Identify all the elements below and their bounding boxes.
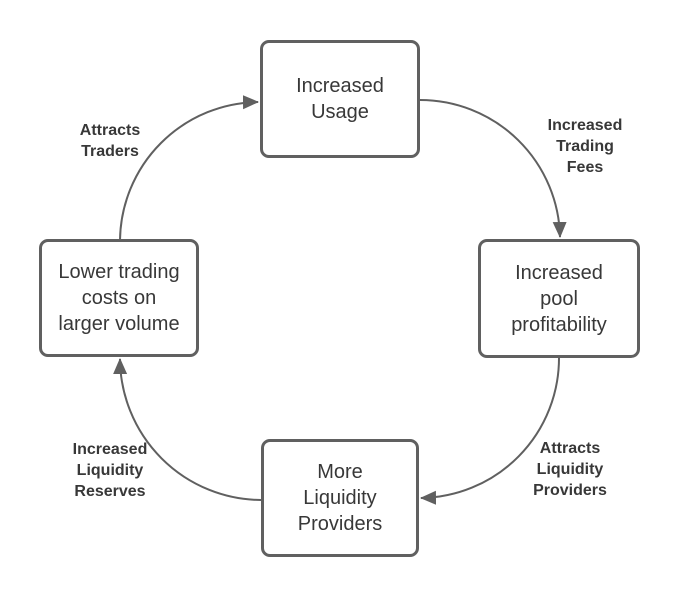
- edge-left-to-top: [119, 95, 259, 241]
- edge-right-to-bottom: [420, 357, 560, 505]
- edge-bottom-to-left: [113, 358, 262, 501]
- node-increased-pool-profitability: Increased pool profitability: [478, 239, 640, 358]
- edge-label-attracts-liquidity-providers: Attracts Liquidity Providers: [533, 440, 607, 499]
- edge-label-increased-trading-fees: Increased Trading Fees: [547, 117, 623, 176]
- node-lower-trading-costs: Lower trading costs on larger volume: [39, 239, 199, 357]
- edge-top-to-right: [419, 99, 567, 238]
- edge-label-increased-liquidity-reserves: Increased Liquidity Reserves: [72, 441, 148, 500]
- node-increased-usage: Increased Usage: [260, 40, 420, 158]
- edge-label-attracts-traders: Attracts Traders: [79, 122, 141, 160]
- node-more-liquidity-providers: More Liquidity Providers: [261, 439, 419, 557]
